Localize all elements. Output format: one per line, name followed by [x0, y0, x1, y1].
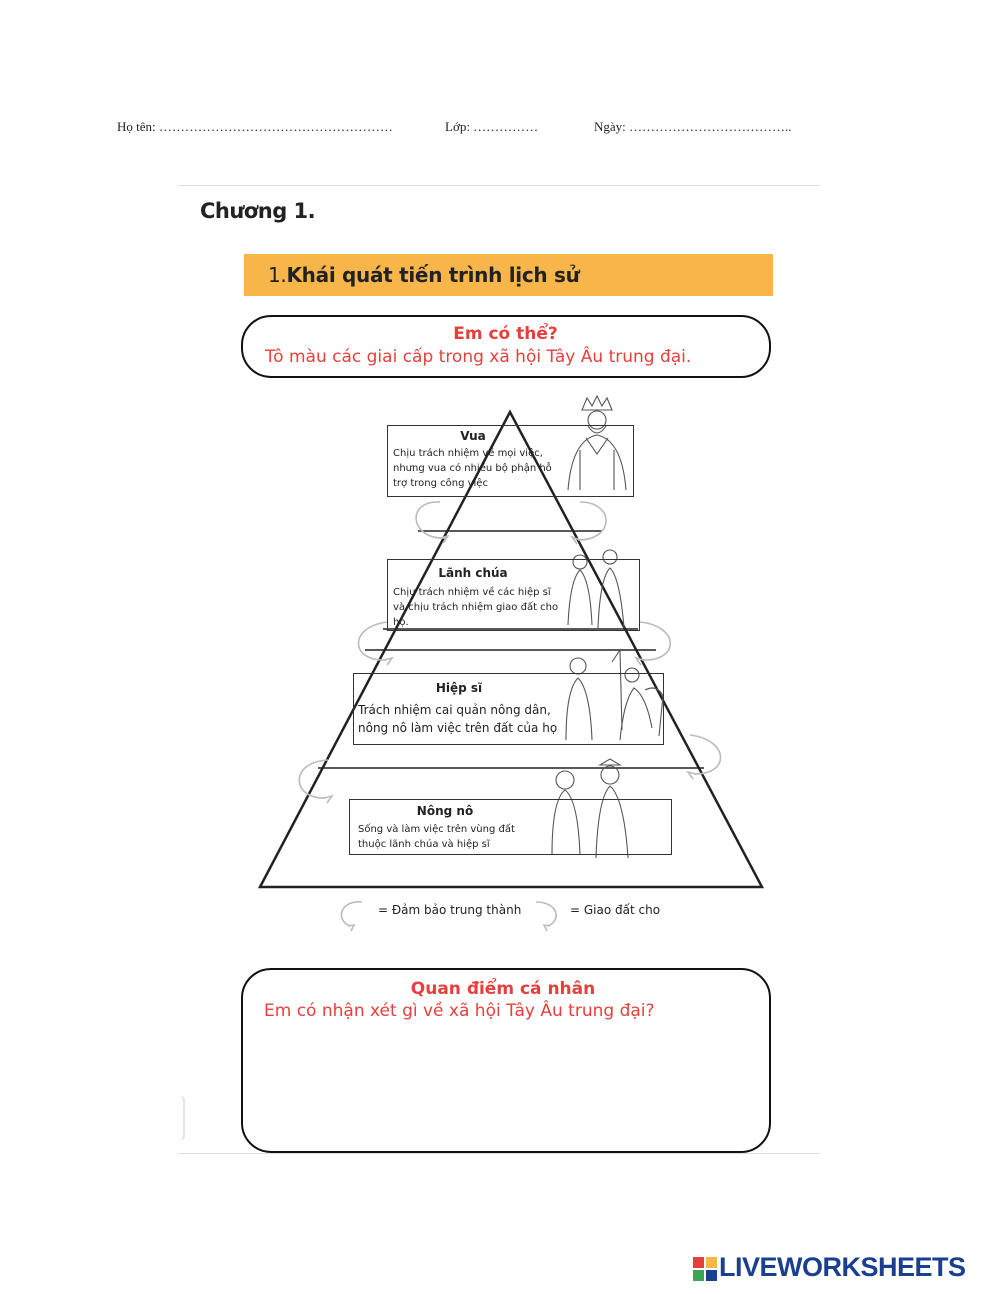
date-field: Ngày: ……………………………….. — [594, 119, 792, 134]
level-title-serf: Nông nô — [416, 804, 474, 818]
lords-figure-icon — [567, 549, 625, 629]
activity-instruction: Tô màu các giai cấp trong xã hội Tây Âu … — [265, 347, 692, 367]
level-desc-serf: Sống và làm việc trên vùng đất thuộc lãn… — [358, 824, 515, 850]
activity-box: Em có thể? Tô màu các giai cấp trong xã … — [241, 315, 771, 378]
student-name-field: Họ tên: ……………………………………………… — [117, 119, 393, 134]
level-box-serf: Nông nô Sống và làm việc trên vùng đất t… — [349, 799, 672, 855]
top-divider — [178, 185, 820, 186]
section-number: 1. — [268, 263, 287, 287]
level-box-knight: Hiệp sĩ Trách nhiệm cai quản nông dân, n… — [353, 673, 664, 745]
class-field: Lớp: …………… — [445, 119, 539, 134]
king-figure-icon — [567, 394, 627, 491]
level-box-lord: Lãnh chúa Chịu trách nhiệm về các hiệp s… — [387, 559, 640, 631]
level-desc-lord: Chịu trách nhiệm về các hiệp sĩ và chịu … — [393, 587, 559, 628]
level-desc-knight: Trách nhiệm cai quản nông dân, nông nô l… — [358, 703, 558, 735]
opinion-heading: Quan điểm cá nhân — [410, 979, 596, 999]
legend-land-grant-arrow-icon — [535, 901, 557, 932]
section-title: Khái quát tiến trình lịch sử — [286, 263, 580, 287]
page-edge-mark — [178, 1095, 185, 1141]
serfs-figure-icon — [551, 758, 629, 859]
chapter-title: Chương 1. — [200, 199, 316, 223]
level-title-lord: Lãnh chúa — [438, 566, 508, 580]
level-title-knight: Hiệp sĩ — [435, 681, 483, 695]
loyalty-arrow-icon — [298, 501, 722, 804]
liveworksheets-logo-icon — [693, 1257, 717, 1281]
opinion-answer-input[interactable] — [263, 1030, 752, 1139]
liveworksheets-logo-text[interactable]: LIVEWORKSHEETS — [719, 1252, 966, 1282]
level-title-king: Vua — [460, 429, 486, 443]
legend-loyalty-arrow-icon — [340, 901, 363, 932]
opinion-question: Em có nhận xét gì về xã hội Tây Âu trung… — [264, 1001, 655, 1021]
legend-land-grant-label: = Giao đất cho — [570, 903, 661, 917]
knights-figure-icon — [565, 648, 664, 741]
opinion-box: Quan điểm cá nhân Em có nhận xét gì về x… — [241, 968, 771, 1153]
legend-loyalty-label: = Đảm bảo trung thành — [378, 903, 522, 917]
section-banner: 1.Khái quát tiến trình lịch sử — [244, 254, 773, 296]
bottom-divider — [178, 1153, 820, 1154]
level-desc-king: Chịu trách nhiệm về mọi việc, nhưng vua … — [393, 448, 552, 489]
feudal-pyramid — [257, 394, 765, 932]
level-box-king: Vua Chịu trách nhiệm về mọi việc, nhưng … — [387, 425, 634, 497]
activity-heading: Em có thể? — [453, 324, 558, 344]
